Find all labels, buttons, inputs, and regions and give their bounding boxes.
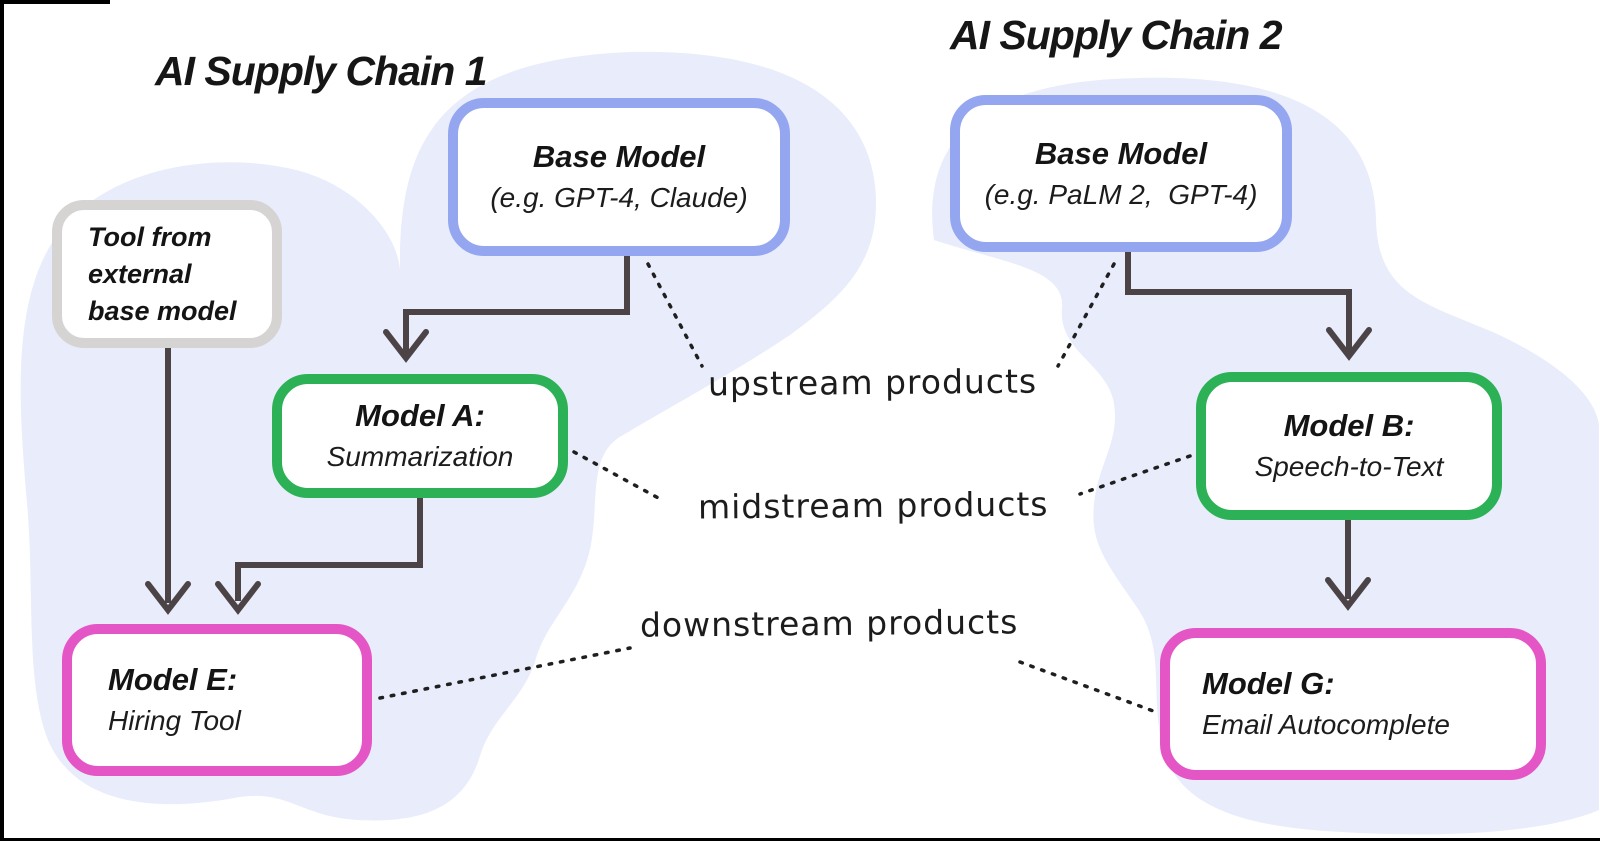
downstream-products-label: downstream products bbox=[639, 602, 1019, 645]
dotted-modelb-to-midstream bbox=[1078, 454, 1192, 496]
base-model-1-subtitle: (e.g. GPT-4, Claude) bbox=[490, 182, 748, 213]
midstream-products-label: midstream products bbox=[697, 484, 1049, 527]
model-g-subtitle: Email Autocomplete bbox=[1202, 709, 1450, 740]
model-e-title: Model E: bbox=[108, 662, 238, 697]
model-b-box: Model B: Speech-to-Text bbox=[1196, 372, 1502, 520]
external-tool-label: Tool from external base model bbox=[88, 221, 237, 326]
flow-arrows bbox=[145, 251, 1372, 615]
upstream-products-label: upstream products bbox=[707, 361, 1038, 404]
arrow-basemodel1-to-modela bbox=[403, 255, 630, 353]
base-model-2-box: Base Model (e.g. PaLM 2, GPT-4) bbox=[950, 95, 1292, 252]
dotted-downstream-to-modelg bbox=[1018, 660, 1158, 714]
dotted-modela-to-midstream bbox=[572, 450, 664, 502]
base-model-2-title: Base Model bbox=[1034, 135, 1208, 171]
frame-left-edge bbox=[0, 0, 4, 841]
dotted-basemodel1-to-upstream bbox=[646, 262, 704, 368]
arrow-basemodel2-to-modelb bbox=[1125, 251, 1352, 351]
arrowhead-modelb-to-modelg bbox=[1325, 577, 1371, 611]
model-g-title: Model G: bbox=[1202, 666, 1335, 701]
base-model-2-subtitle: (e.g. PaLM 2, GPT-4) bbox=[984, 178, 1258, 210]
frame-top-left-edge bbox=[0, 0, 110, 4]
arrowhead-modela-to-modele bbox=[215, 581, 261, 615]
dotted-modele-to-downstream bbox=[378, 646, 632, 700]
model-a-title: Model A: bbox=[355, 398, 485, 433]
arrow-modela-to-modele bbox=[235, 497, 423, 601]
arrowhead-basemodel1-to-modela bbox=[383, 329, 429, 363]
model-a-subtitle: Summarization bbox=[326, 441, 514, 472]
annotation-leader-lines bbox=[378, 262, 1192, 714]
arrowhead-tool-to-modele bbox=[145, 581, 191, 615]
frame-bottom-edge bbox=[0, 838, 1600, 841]
model-e-subtitle: Hiring Tool bbox=[108, 705, 241, 736]
model-e-box: Model E: Hiring Tool bbox=[62, 624, 372, 776]
external-tool-box: Tool from external base model bbox=[52, 200, 282, 348]
arrowhead-basemodel2-to-modelb bbox=[1326, 327, 1372, 361]
model-g-box: Model G: Email Autocomplete bbox=[1160, 628, 1546, 780]
model-b-subtitle: Speech-to-Text bbox=[1254, 451, 1444, 482]
dotted-basemodel2-to-upstream bbox=[1056, 262, 1116, 368]
model-a-box: Model A: Summarization bbox=[272, 374, 568, 498]
base-model-1-title: Base Model bbox=[532, 139, 706, 174]
chain2-title: AI Supply Chain 2 bbox=[950, 12, 1283, 58]
chain1-title: AI Supply Chain 1 bbox=[155, 48, 488, 94]
base-model-1-box: Base Model (e.g. GPT-4, Claude) bbox=[448, 98, 790, 256]
model-b-title: Model B: bbox=[1283, 408, 1415, 443]
